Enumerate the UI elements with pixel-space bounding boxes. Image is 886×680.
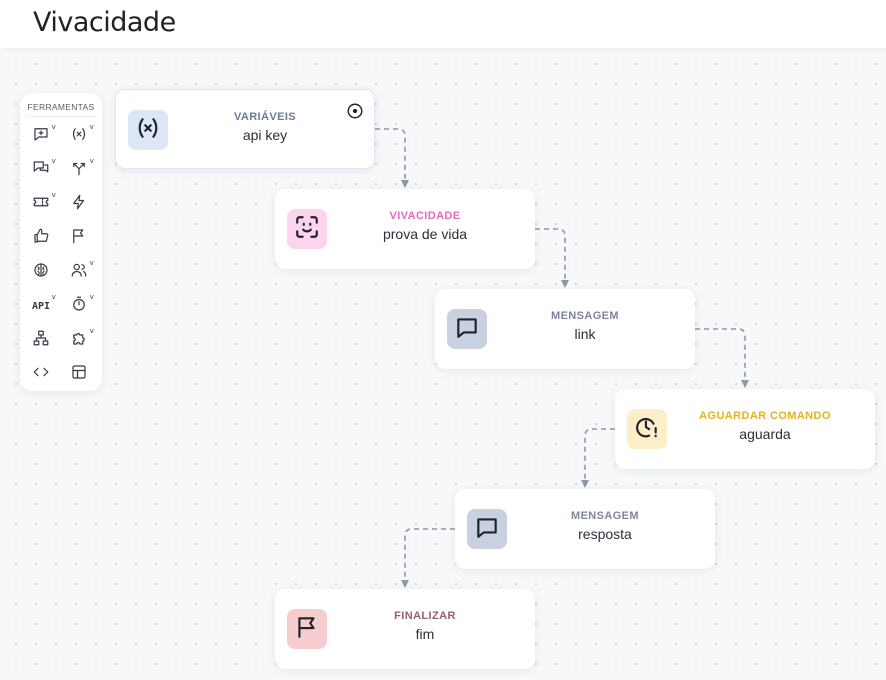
- variable-icon: [70, 125, 88, 148]
- chevron-down-icon: ˅: [89, 123, 94, 132]
- node-type-label: MENSAGEM: [571, 510, 639, 522]
- node-type-label: FINALIZAR: [394, 610, 456, 622]
- node-icon-badge: [467, 509, 507, 549]
- tools-panel-divider: [26, 116, 96, 117]
- node-icon-badge: [128, 110, 168, 150]
- chevron-down-icon: ˅: [51, 191, 56, 200]
- org-chart-icon: [32, 329, 50, 352]
- node-name: aguarda: [739, 426, 791, 442]
- node-type-label: VARIÁVEIS: [233, 111, 297, 123]
- tool-users[interactable]: ˅: [64, 259, 94, 285]
- tool-timer[interactable]: ˅: [64, 293, 94, 319]
- tool-table[interactable]: [64, 361, 94, 387]
- flow-node-finalizar[interactable]: FINALIZAR fim: [275, 589, 535, 669]
- code-icon: [32, 363, 50, 386]
- tools-panel: FERRAMENTAS ˅ ˅ ˅ ˅ ˅ ˅ API ˅: [20, 93, 102, 391]
- tool-split[interactable]: ˅: [64, 157, 94, 183]
- variable-icon: [135, 115, 161, 146]
- tools-panel-title: FERRAMENTAS: [27, 102, 95, 112]
- tool-lightning[interactable]: [64, 191, 94, 217]
- tool-code[interactable]: [26, 361, 56, 387]
- flag-icon: [70, 227, 88, 250]
- chevron-down-icon: ˅: [89, 259, 94, 268]
- message-icon: [454, 314, 480, 345]
- node-name: prova de vida: [382, 226, 468, 242]
- tool-add-message[interactable]: ˅: [26, 123, 56, 149]
- flow-node-mensagem-link[interactable]: MENSAGEM link: [435, 289, 695, 369]
- start-target-icon[interactable]: [346, 102, 364, 120]
- node-icon-badge: [287, 609, 327, 649]
- tool-api[interactable]: API ˅: [26, 293, 56, 319]
- users-icon: [70, 261, 88, 284]
- chevron-down-icon: ˅: [51, 123, 56, 132]
- tool-thumbs-up[interactable]: [26, 225, 56, 251]
- brain-icon: [32, 261, 50, 284]
- node-type-label: MENSAGEM: [551, 310, 619, 322]
- node-icon-badge: [627, 409, 667, 449]
- tool-brain[interactable]: [26, 259, 56, 285]
- puzzle-icon: [70, 329, 88, 352]
- flow-node-mensagem-resposta[interactable]: MENSAGEM resposta: [455, 489, 715, 569]
- node-name: resposta: [578, 526, 632, 542]
- thumbs-up-icon: [32, 227, 50, 250]
- split-arrows-icon: [70, 159, 88, 182]
- tool-flag[interactable]: [64, 225, 94, 251]
- chevron-down-icon: ˅: [89, 157, 94, 166]
- flow-node-aguardar-comando[interactable]: AGUARDAR COMANDO aguarda: [615, 389, 875, 469]
- tool-ticket[interactable]: ˅: [26, 191, 56, 217]
- add-message-icon: [32, 125, 50, 148]
- node-type-label: VIVACIDADE: [389, 210, 461, 222]
- message-icon: [474, 514, 500, 545]
- tool-chat-bubbles[interactable]: ˅: [26, 157, 56, 183]
- flag-icon: [294, 614, 320, 645]
- chevron-down-icon: ˅: [89, 293, 94, 302]
- tool-org-chart[interactable]: [26, 327, 56, 353]
- chat-bubbles-icon: [32, 159, 50, 182]
- flow-node-vivacidade[interactable]: VIVACIDADE prova de vida: [275, 189, 535, 269]
- chevron-down-icon: ˅: [89, 327, 94, 336]
- page-header: Vivacidade: [0, 0, 886, 48]
- chevron-down-icon: ˅: [51, 157, 56, 166]
- node-name: fim: [415, 626, 435, 642]
- node-name: link: [574, 326, 596, 342]
- api-icon: API: [31, 300, 51, 312]
- tool-puzzle[interactable]: ˅: [64, 327, 94, 353]
- node-name: api key: [242, 127, 288, 143]
- node-icon-badge: [447, 309, 487, 349]
- node-icon-badge: [287, 209, 327, 249]
- timer-icon: [70, 295, 88, 318]
- node-type-label: AGUARDAR COMANDO: [699, 410, 831, 422]
- chevron-down-icon: ˅: [51, 293, 56, 302]
- tool-variable[interactable]: ˅: [64, 123, 94, 149]
- page-title: Vivacidade: [33, 7, 176, 38]
- ticket-icon: [32, 193, 50, 216]
- lightning-icon: [70, 193, 88, 216]
- face-scan-icon: [294, 214, 320, 245]
- table-icon: [70, 363, 88, 386]
- clock-alert-icon: [634, 414, 660, 445]
- flow-node-variaveis[interactable]: VARIÁVEIS api key: [115, 89, 375, 169]
